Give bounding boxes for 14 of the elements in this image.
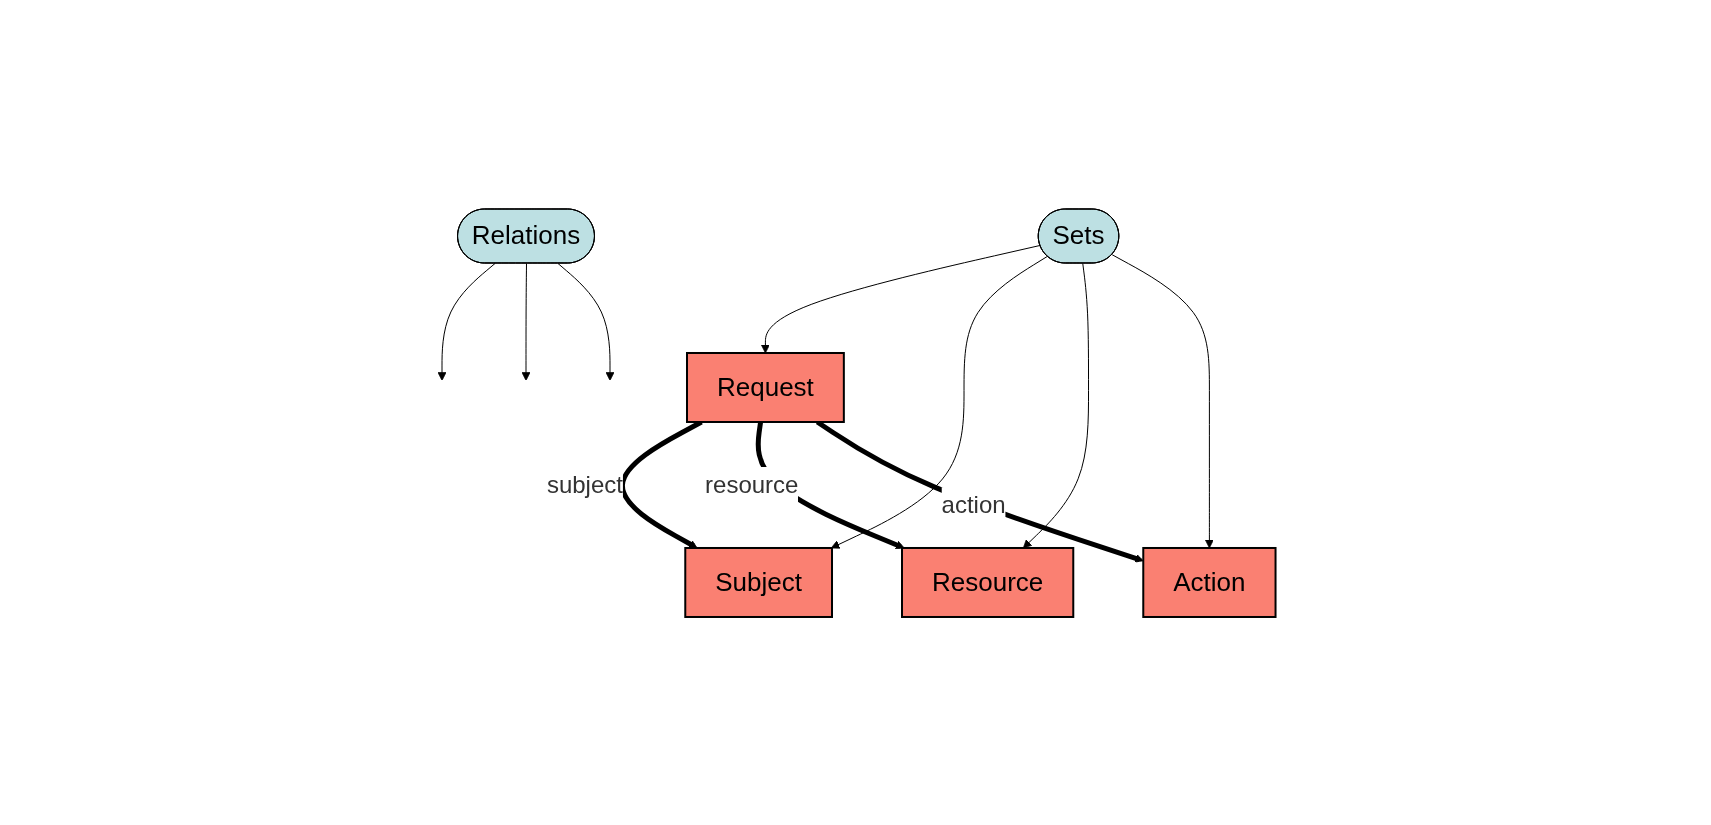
node-box: Action	[1142, 546, 1277, 618]
arrow	[521, 262, 531, 381]
arrow	[831, 255, 1049, 549]
arrow	[761, 244, 1041, 353]
edge-label: action	[941, 490, 1006, 518]
node-box: Resource	[901, 546, 1075, 618]
node-box: Subject	[684, 546, 834, 618]
arrow	[1111, 253, 1214, 548]
arrow	[1023, 262, 1090, 548]
arrow	[437, 262, 496, 381]
arrow	[557, 262, 615, 381]
edge-label: subject	[547, 470, 624, 498]
node-box: Request	[686, 351, 846, 423]
edge-label: resource	[705, 470, 799, 498]
